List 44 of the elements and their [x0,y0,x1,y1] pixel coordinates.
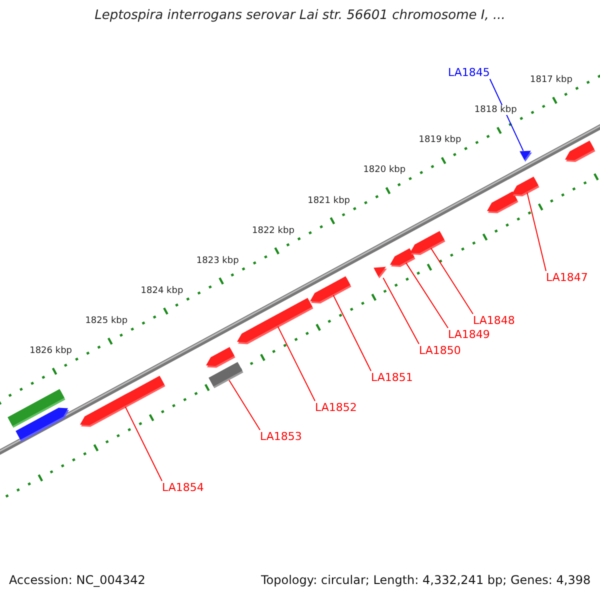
gene-block [310,276,352,304]
gene-label: LA1845 [448,66,490,79]
gene-block [390,248,416,267]
gene-block [80,376,166,427]
gene-block [206,347,236,368]
scale-label: 1821 kbp [308,196,350,206]
gene-block [565,140,596,162]
gene-label: LA1854 [162,481,204,494]
gene-block [208,362,244,388]
scale-label: 1820 kbp [363,165,406,176]
gene-block [237,298,314,344]
scale-label: 1823 kbp [196,256,239,266]
gene-label: LA1848 [473,314,515,327]
gene-block [512,176,540,196]
scale-label: 1817 kbp [530,75,572,86]
leader-line [526,192,546,272]
leader-line [405,262,448,328]
leader-line [228,380,260,430]
leader-line [489,78,524,152]
accession-text: Accession: NC_004342 [9,573,146,587]
gene-label: LA1853 [260,430,302,443]
gene-label: LA1852 [315,401,357,414]
genome-info-text: Topology: circular; Length: 4,332,241 bp; Genes: 4,398 [261,573,591,587]
gene-block [520,150,532,162]
gene-label: LA1849 [448,328,490,341]
gene-label: LA1850 [419,344,461,357]
leader-line [332,294,372,372]
leader-line [124,406,162,482]
gene-block [16,408,69,442]
scale-label: 1825 kbp [85,316,128,326]
leader-line [382,277,420,344]
gene-block [487,191,518,214]
leader-line [430,248,474,314]
leader-line [277,326,316,402]
scale-label: 1824 kbp [140,286,184,296]
scale-label: 1819 kbp [418,135,462,146]
gene-block [410,231,446,255]
scale-label: 1826 kbp [30,346,72,356]
gene-label: LA1851 [371,371,413,384]
scale-label: 1818 kbp [474,105,517,116]
gene-block [374,266,387,278]
map-title: Leptospira interrogans serovar Lai str. 56601 chromosome I, ... [94,8,506,23]
scale-label: 1822 kbp [252,226,294,236]
gene-label: LA1847 [546,271,588,284]
